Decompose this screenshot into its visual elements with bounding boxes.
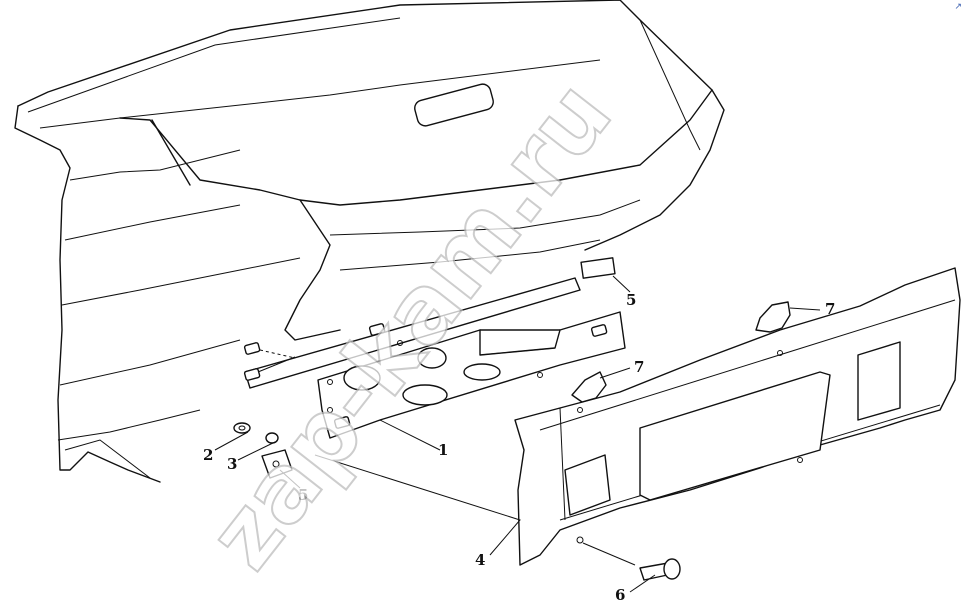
corner-mark: ↗: [954, 2, 962, 12]
trim-panel: [514, 267, 961, 566]
callout-3: 3: [227, 455, 237, 473]
callout-2: 2: [203, 446, 213, 464]
leader-lines: [214, 275, 821, 593]
bracket-plate: [317, 311, 626, 439]
callout-5-bottom: 5: [298, 486, 308, 504]
callout-1: 1: [438, 441, 448, 459]
callout-7-left: 7: [634, 358, 644, 376]
callouts: 1 2 3 4 5 5 6 7 7: [203, 291, 835, 604]
studs: [243, 323, 608, 429]
callout-7-right: 7: [825, 300, 835, 318]
callout-5-top: 5: [626, 291, 636, 309]
callout-6: 6: [615, 586, 625, 604]
small-fasteners: [233, 422, 293, 479]
reinforcement-bar: [244, 257, 616, 389]
body-shell: [14, 0, 725, 483]
screw: [639, 558, 681, 581]
retaining-clips: [571, 301, 791, 403]
callout-4: 4: [475, 551, 485, 569]
